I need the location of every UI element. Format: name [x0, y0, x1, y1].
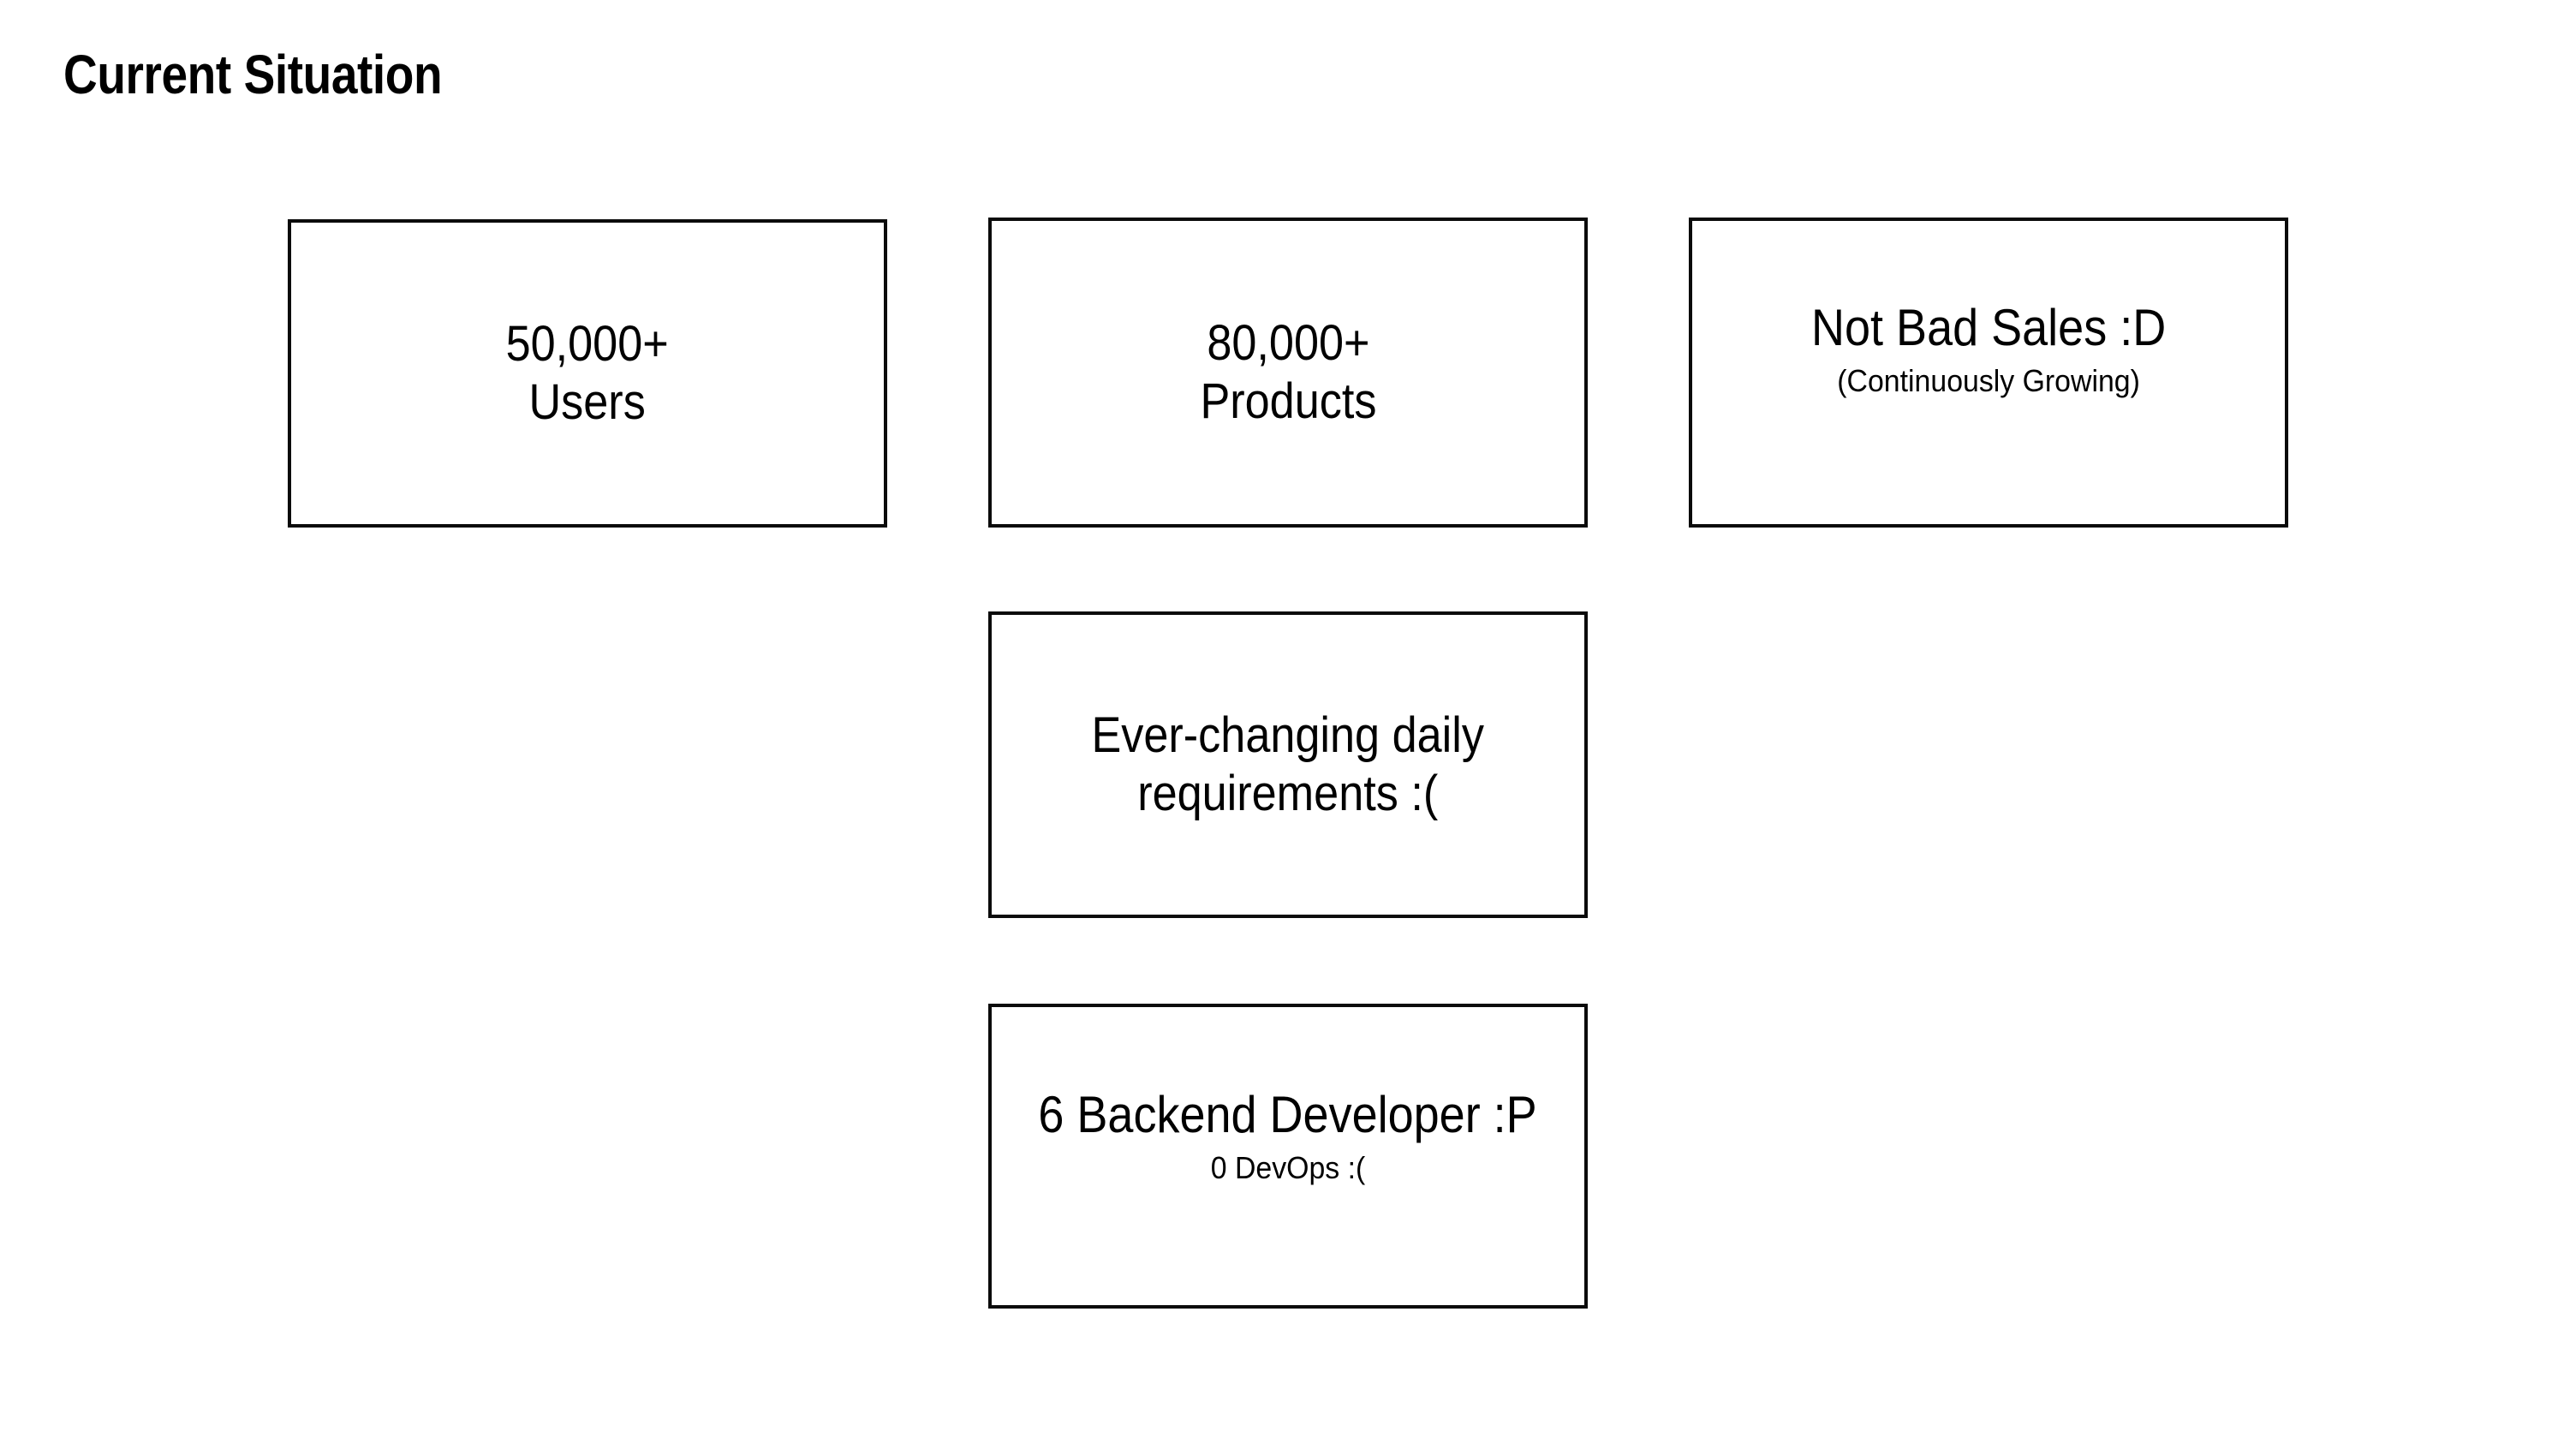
- stat-card-sales[interactable]: Not Bad Sales :D (Continuously Growing): [1689, 218, 2288, 528]
- card-primary-text-products: 80,000+ Products: [1199, 314, 1376, 429]
- stat-card-users[interactable]: 50,000+ Users: [288, 219, 887, 528]
- card-primary-text-users: 50,000+ Users: [505, 315, 670, 430]
- card-primary-text-team: 6 Backend Developer :P: [1038, 1086, 1538, 1143]
- stat-card-products[interactable]: 80,000+ Products: [988, 218, 1588, 528]
- stat-card-requirements[interactable]: Ever-changing daily requirements :(: [988, 611, 1588, 918]
- card-content-team: 6 Backend Developer :P 0 DevOps :(: [992, 1085, 1584, 1186]
- stat-card-team[interactable]: 6 Backend Developer :P 0 DevOps :(: [988, 1004, 1588, 1309]
- card-primary-text-requirements: Ever-changing daily requirements :(: [1091, 707, 1485, 821]
- card-content-requirements: Ever-changing daily requirements :(: [992, 707, 1584, 824]
- card-secondary-text-team: 0 DevOps :(: [1210, 1149, 1366, 1185]
- page-title: Current Situation: [63, 44, 443, 105]
- card-secondary-text-sales: (Continuously Growing): [1837, 362, 2140, 398]
- card-content-users: 50,000+ Users: [291, 315, 884, 432]
- card-primary-text-sales: Not Bad Sales :D: [1810, 299, 2167, 356]
- card-content-sales: Not Bad Sales :D (Continuously Growing): [1692, 298, 2285, 399]
- card-content-products: 80,000+ Products: [992, 314, 1584, 432]
